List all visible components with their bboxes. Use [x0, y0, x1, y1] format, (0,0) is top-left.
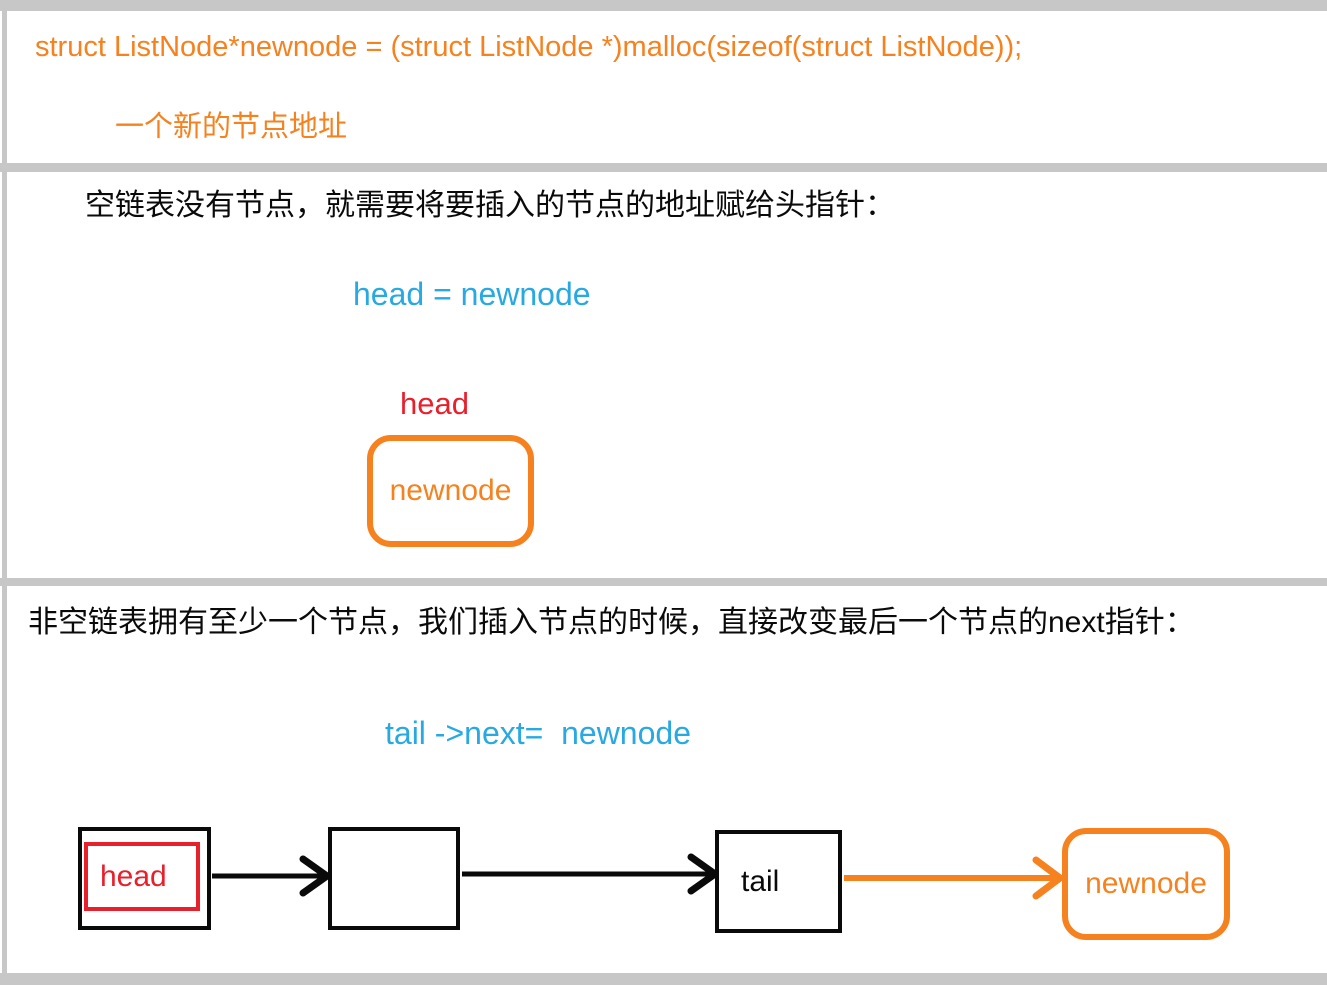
nonempty-list-paragraph: 非空链表拥有至少一个节点，我们插入节点的时候，直接改变最后一个节点的next指针…: [28, 606, 1195, 639]
head-label: head: [100, 859, 167, 893]
tail-next-assignment-code: tail ->next= newnode: [385, 715, 691, 751]
head-label-box: head: [84, 842, 200, 911]
tail-node-box: tail: [715, 830, 842, 933]
empty-list-paragraph: 空链表没有节点，就需要将要插入的节点的地址赋给头指针：: [85, 189, 895, 222]
section-divider-1: [0, 163, 1327, 172]
left-border-bar: [2, 0, 7, 985]
head-pointer-label: head: [400, 386, 469, 421]
middle-node-box: [328, 827, 460, 930]
head-assignment-code: head = newnode: [353, 276, 591, 312]
section-divider-2: [0, 578, 1327, 586]
newnode-box: newnode: [367, 435, 534, 547]
new-node-address-caption: 一个新的节点地址: [115, 111, 348, 143]
arrow-tail-to-newnode: [844, 856, 1066, 900]
malloc-code-statement: struct ListNode*newnode = (struct ListNo…: [35, 31, 1023, 63]
newnode-box-tail-label: newnode: [1085, 867, 1207, 900]
newnode-box-label: newnode: [389, 474, 512, 507]
arrow-middle-to-tail: [462, 853, 722, 895]
tail-label: tail: [741, 864, 780, 898]
top-border-bar: [0, 0, 1327, 11]
newnode-box-tail: newnode: [1062, 828, 1230, 940]
arrow-head-to-middle: [212, 855, 334, 897]
bottom-border-bar: [0, 973, 1327, 985]
